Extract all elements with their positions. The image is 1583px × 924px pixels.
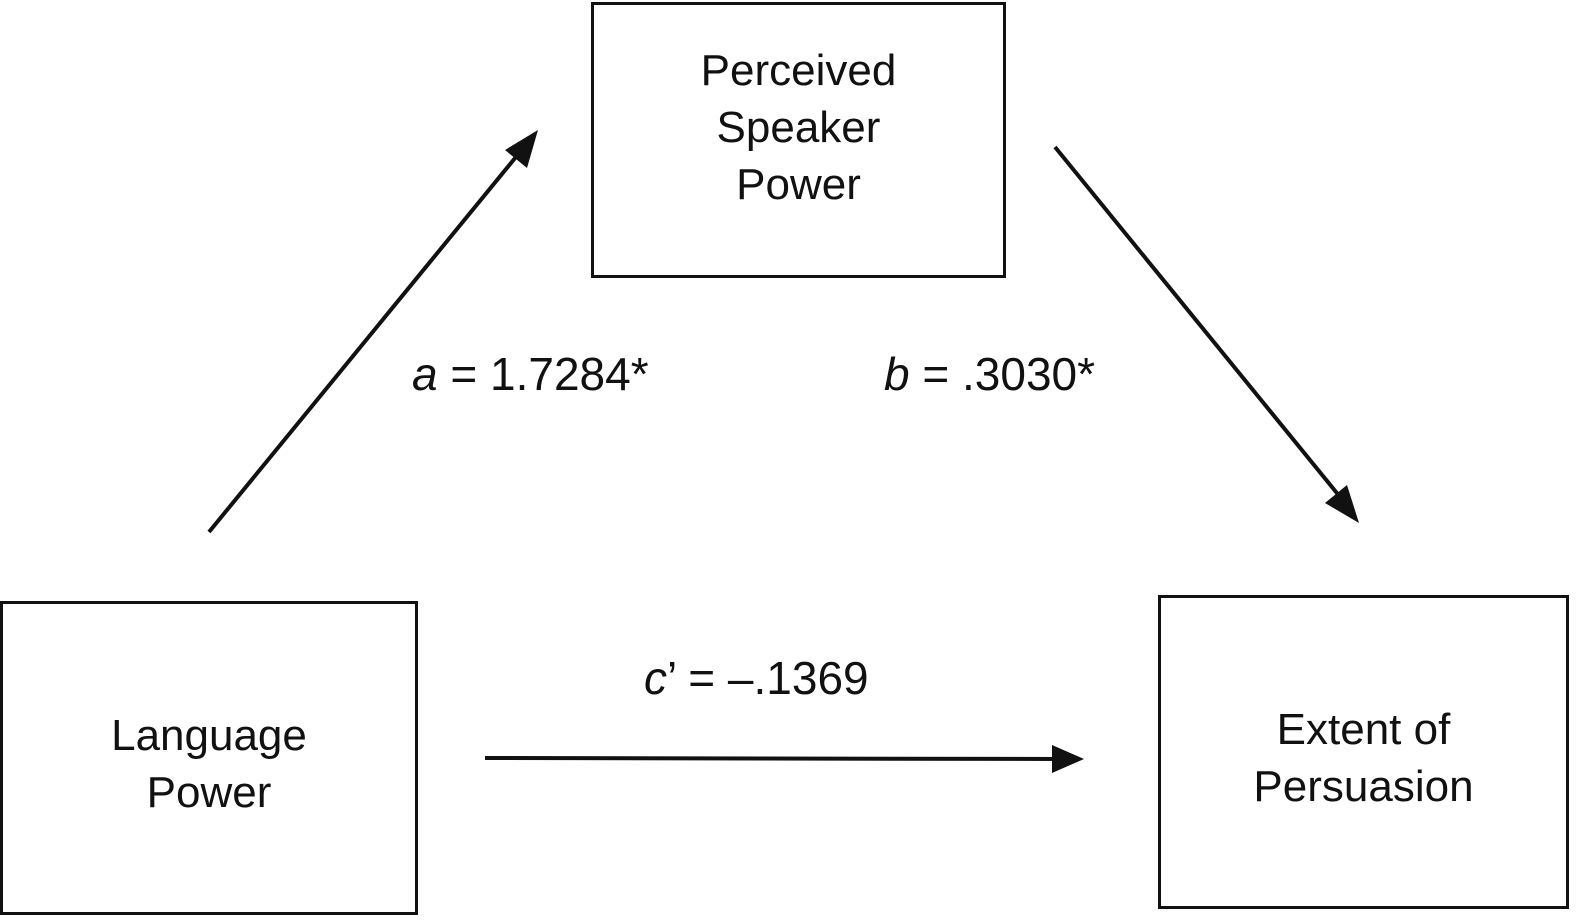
arrowhead-b <box>1325 485 1359 523</box>
predictor-box: Language Power <box>0 601 418 915</box>
outcome-label-line: Extent of <box>1276 705 1451 754</box>
mediator-box: Perceived Speaker Power <box>591 2 1006 278</box>
path-c-prime-symbol: c <box>644 652 667 704</box>
arrow-c-prime <box>484 756 1061 761</box>
arrow-a <box>207 150 522 534</box>
path-b-value: = .3030* <box>909 348 1096 400</box>
arrowhead-a <box>505 130 538 168</box>
path-b-symbol: b <box>884 348 910 400</box>
mediator-label-line: Power <box>736 159 861 209</box>
predictor-label: Language Power <box>111 707 307 821</box>
path-c-prime-coefficient: c’ = –.1369 <box>644 653 869 703</box>
outcome-box: Extent of Persuasion <box>1158 595 1569 909</box>
path-a-value: = 1.7284* <box>437 348 649 400</box>
path-a-coefficient: a = 1.7284* <box>412 349 649 399</box>
arrowhead-c-prime <box>1052 745 1084 773</box>
mediator-label-line: Speaker <box>716 102 881 152</box>
outcome-label-line: Persuasion <box>1253 762 1474 811</box>
outcome-label: Extent of Persuasion <box>1253 701 1473 815</box>
predictor-label-line: Power <box>146 768 272 817</box>
path-a-symbol: a <box>412 348 438 400</box>
path-c-prime-value: ’ = –.1369 <box>667 652 869 704</box>
predictor-label-line: Language <box>111 711 307 760</box>
arrow-b <box>1053 145 1347 505</box>
mediator-label: Perceived Speaker Power <box>701 42 897 213</box>
path-b-coefficient: b = .3030* <box>884 349 1095 399</box>
mediator-label-line: Perceived <box>700 45 897 95</box>
